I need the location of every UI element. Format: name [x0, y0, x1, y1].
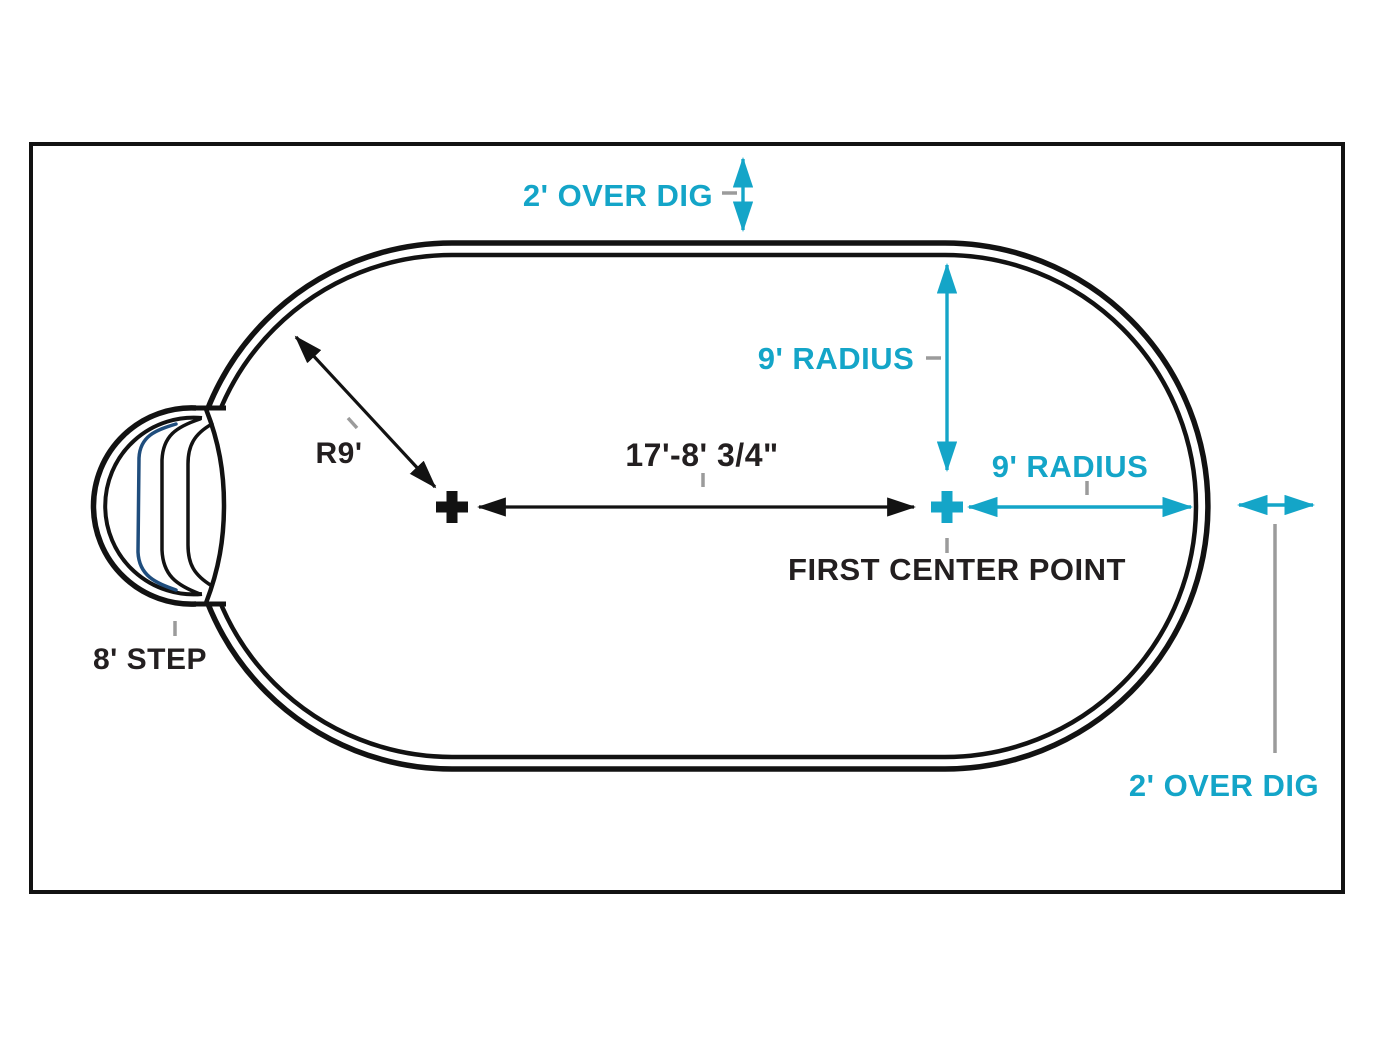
left-radius-label: R9'	[316, 437, 363, 470]
over-dig-top-label: 2' OVER DIG	[523, 178, 713, 213]
center-distance-label: 17'-8' 3/4"	[625, 437, 778, 473]
step-outer-arc	[90, 405, 197, 607]
first-center-point-marker	[931, 491, 963, 523]
over-dig-right-label: 2' OVER DIG	[1129, 768, 1319, 803]
pool-overdig-outline	[186, 240, 1211, 772]
step-tread-blue	[136, 422, 178, 592]
step-inner-arc	[103, 415, 203, 597]
step-label: 8' STEP	[93, 643, 207, 676]
radius-vertical-label: 9' RADIUS	[758, 341, 915, 376]
left-radius-arrow	[294, 335, 437, 489]
step-tread-outer	[186, 422, 214, 588]
radius-horizontal-label: 9' RADIUS	[992, 449, 1149, 484]
pool-wall-outline	[198, 252, 1199, 760]
step-tread-middle	[160, 417, 202, 596]
left-radius-tick	[346, 416, 359, 430]
second-center-point-marker	[436, 491, 468, 523]
first-center-point-label: FIRST CENTER POINT	[788, 552, 1126, 587]
step-edge-arc	[203, 406, 227, 606]
